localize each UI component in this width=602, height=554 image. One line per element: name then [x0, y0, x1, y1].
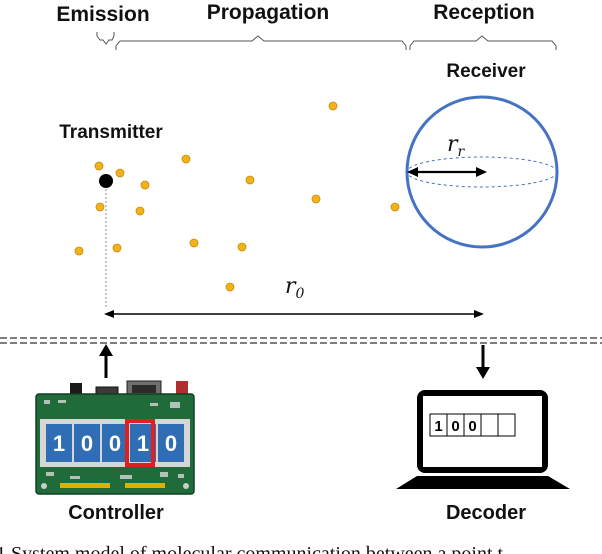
propagation-label: Propagation	[207, 1, 330, 24]
distance-symbol: r0	[285, 274, 305, 302]
controller-bit-digit: 0	[165, 431, 177, 456]
current-bit-highlight	[125, 419, 155, 467]
receiver-sphere: rr	[405, 95, 559, 249]
distance-arrow: r0	[104, 274, 484, 318]
molecule-dot	[94, 161, 104, 171]
molecule-dot	[135, 206, 145, 216]
decoder-bit-cell	[480, 413, 499, 437]
controller-up-arrow	[99, 344, 113, 378]
propagation-brace	[115, 35, 407, 50]
controller-bit-cell	[74, 424, 100, 462]
receiver-label: Receiver	[446, 61, 526, 82]
decoder-bit-digit: 0	[451, 418, 459, 435]
molecule-dot	[95, 202, 105, 212]
molecule-dot	[74, 246, 84, 256]
molecule-dot	[225, 282, 235, 292]
emission-label: Emission	[56, 3, 149, 26]
reception-brace	[409, 35, 557, 50]
molecules	[74, 101, 400, 292]
distance-arrowhead-left	[104, 310, 114, 318]
transmitter-label: Transmitter	[59, 122, 163, 143]
decoder-down-arrow	[476, 345, 490, 379]
controller-bit-digit: 1	[53, 431, 65, 456]
molecule-dot	[181, 154, 191, 164]
controller-bit-cell	[46, 424, 72, 462]
decoder-bit-digit: 1	[434, 418, 442, 435]
receiver-radius-symbol: rr	[447, 132, 466, 160]
molecule-dot	[328, 101, 338, 111]
receiver-radius-arrowhead-left	[407, 167, 418, 177]
figure-caption: 1 System model of molecular communicatio…	[0, 543, 504, 554]
decoder-bit-digit: 0	[468, 418, 476, 435]
distance-arrowhead-right	[474, 310, 484, 318]
molecule-dot	[237, 242, 247, 252]
board-screw	[183, 483, 189, 489]
separator-line	[0, 337, 602, 344]
controller-bit-cell	[158, 424, 184, 462]
controller-label: Controller	[68, 502, 164, 524]
controller-bit-digit: 0	[81, 431, 93, 456]
decoder-bit-cell	[497, 413, 516, 437]
board-headers	[60, 483, 165, 488]
board-screw	[41, 483, 47, 489]
molecule-dot	[140, 180, 150, 190]
controller-bit-digit: 1	[137, 431, 149, 456]
molecule-dot	[189, 238, 199, 248]
laptop-base	[396, 476, 570, 489]
molecule-dot	[245, 175, 255, 185]
receiver-radius-arrowhead-right	[476, 167, 487, 177]
controller-bit-digit: 0	[109, 431, 121, 456]
reception-label: Reception	[433, 1, 535, 24]
molecule-dot	[112, 243, 122, 253]
board-jack	[176, 381, 188, 397]
transmitter-point	[99, 174, 113, 188]
molecule-dot	[115, 168, 125, 178]
molecule-dot	[390, 202, 400, 212]
molecule-dot	[311, 194, 321, 204]
controller-bit-cell	[102, 424, 128, 462]
board-serial-port-inner	[132, 385, 156, 393]
emission-brace	[96, 32, 115, 45]
decoder-label: Decoder	[446, 502, 526, 524]
board-components	[44, 400, 184, 479]
